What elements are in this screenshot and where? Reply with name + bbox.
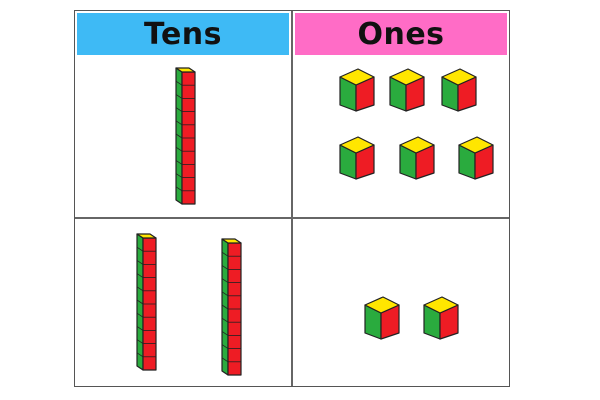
tens-header-label: Tens [143,16,223,52]
ten-rod [136,233,157,371]
tens-header: Tens [77,13,289,55]
unit-cube [389,68,425,112]
unit-cube [423,296,459,340]
column-divider [291,11,293,386]
unit-cube [458,136,494,180]
ten-rod [175,67,196,205]
unit-cube [399,136,435,180]
ones-header-label: Ones [357,16,445,52]
ones-header: Ones [295,13,507,55]
row-divider [75,217,509,219]
unit-cube [339,68,375,112]
unit-cube [441,68,477,112]
unit-cube [339,136,375,180]
ten-rod [221,238,242,376]
unit-cube [364,296,400,340]
